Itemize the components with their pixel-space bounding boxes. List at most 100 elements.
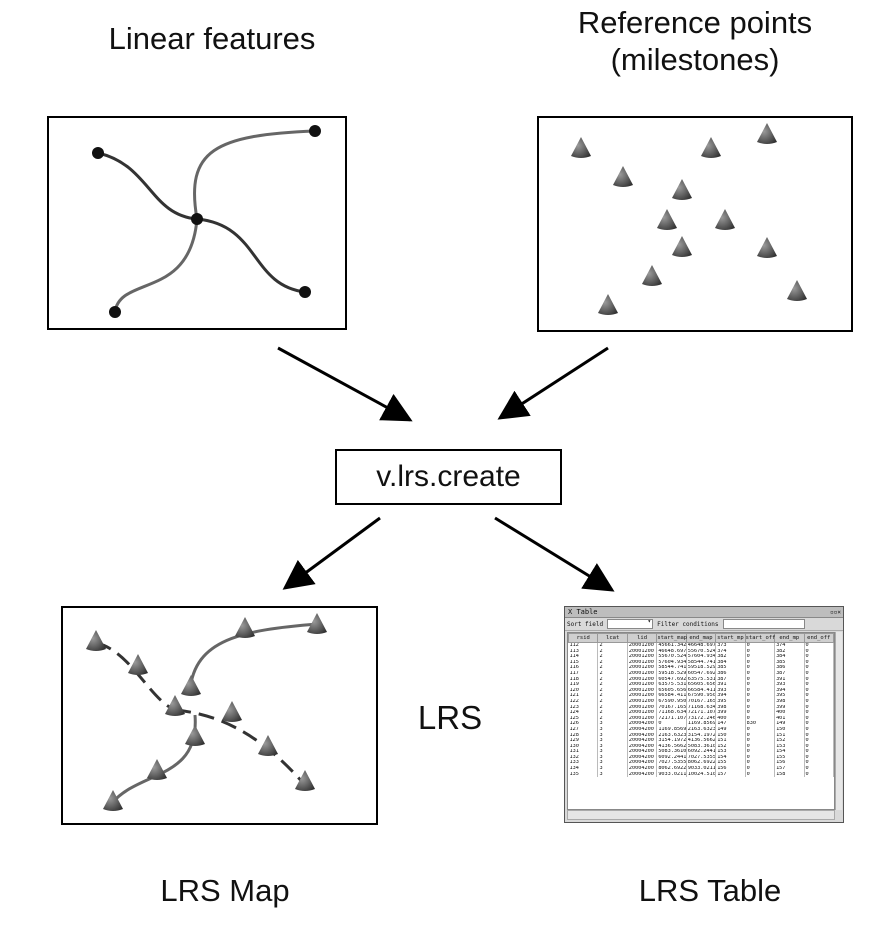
arrow-tool-to-table	[494, 516, 615, 592]
table-cell: 66584.411244	[686, 687, 717, 694]
table-row[interactable]: 1353200042009033.02116610024.51049115701…	[568, 771, 834, 778]
arrow-linear-to-tool	[277, 346, 413, 422]
lrs-curve-top-right	[188, 622, 319, 691]
table-row[interactable]: 1293200042003154.1972944136.566285151015…	[568, 738, 834, 744]
table-cell: 3	[597, 771, 628, 778]
column-header[interactable]: start_mp	[715, 633, 746, 643]
table-cell: 399	[774, 704, 805, 711]
table-cell: 2	[597, 687, 628, 694]
table-cell: 46648.697504	[656, 648, 687, 655]
table-cell: 125	[568, 715, 599, 722]
table-cell: 3	[597, 726, 628, 733]
table-row[interactable]: 12522000120072171.10705273172.2463984000…	[568, 715, 834, 722]
table-cell: 118	[568, 676, 599, 683]
table-cell: 123	[568, 704, 599, 711]
column-header[interactable]: start_map	[656, 633, 688, 643]
table-row[interactable]: 12222000120067590.95075270167.1654763950…	[568, 698, 834, 705]
table-row[interactable]: 12122000120066584.41124467590.9507523940…	[568, 693, 834, 699]
table-cell: 2	[597, 648, 628, 655]
table-cell: 0	[804, 682, 834, 688]
milestone-cone	[613, 166, 633, 187]
table-cell: 3	[597, 721, 628, 727]
table-cell: 387	[774, 670, 805, 677]
node-bottom-left	[109, 306, 121, 318]
table-cell: 20004200	[627, 738, 658, 744]
lrs-milestone-cone	[181, 675, 201, 696]
horizontal-scrollbar[interactable]	[567, 810, 835, 820]
table-cell: 67590.950752	[686, 693, 717, 699]
table-row[interactable]: 11322000120046648.69750455670.5244663740…	[568, 648, 834, 655]
column-header[interactable]: rsid	[568, 633, 599, 643]
table-row[interactable]: 11622000120058544.74126159518.5295993850…	[568, 665, 834, 671]
table-cell: 20004200	[627, 726, 658, 733]
table-cell: 0	[804, 715, 834, 722]
table-row[interactable]: 12022000120065605.6564566584.41124439303…	[568, 687, 834, 694]
table-cell: 0	[745, 749, 776, 755]
lrs-milestone-cone	[86, 630, 106, 651]
table-cell: 2	[597, 670, 628, 677]
table-row[interactable]: 1323200042006092.2441157027.535546154015…	[568, 754, 834, 761]
table-cell: 0	[745, 687, 776, 694]
table-row[interactable]: 1273200042001169.8569672163.632322149015…	[568, 726, 834, 733]
table-cell: 20004200	[627, 732, 658, 739]
table-row[interactable]: 11222000120045661.34270946648.6975043730…	[568, 642, 834, 649]
table-cell: 2	[597, 704, 628, 711]
table-cell: 127	[568, 726, 599, 733]
table-cell: 117	[568, 670, 599, 677]
table-row[interactable]: 12322000120070167.16547671168.6344398039…	[568, 704, 834, 711]
column-header[interactable]: lcat	[597, 633, 628, 643]
table-cell: 57604.934253	[686, 654, 717, 660]
column-header[interactable]: end_off	[803, 633, 834, 643]
table-cell: 20001200	[627, 676, 658, 683]
table-row[interactable]: 11722000120059518.52959960547.6927743860…	[568, 670, 834, 677]
reference-points-line2: (milestones)	[610, 42, 780, 78]
arrow-refpoints-to-tool	[497, 346, 609, 420]
lrs-curve-top-left	[95, 641, 176, 712]
table-cell: 374	[715, 648, 746, 655]
table-cell: 67590.950752	[656, 698, 687, 705]
milestone-cone	[571, 137, 591, 158]
table-row[interactable]: 12422000120071168.634472171.107052399040…	[568, 710, 834, 716]
filter-input[interactable]	[722, 619, 805, 629]
table-row[interactable]: 1343200042008062.6922839033.021166156015…	[568, 766, 834, 772]
table-cell: 57604.934253	[656, 659, 687, 666]
linear-feature-nodes	[92, 125, 321, 318]
window-controls[interactable]: ▫▫×	[830, 609, 841, 616]
table-cell: 115	[568, 659, 599, 666]
table-row[interactable]: 11922000120063575.53152965605.6564539103…	[568, 682, 834, 688]
table-row[interactable]: 11822000120060547.69277463575.5315293870…	[568, 676, 834, 683]
table-row[interactable]: 11422000120055670.52446657604.9342533820…	[568, 654, 834, 660]
v-lrs-create-label: v.lrs.create	[376, 460, 521, 493]
table-cell: 2	[597, 676, 628, 683]
table-row[interactable]: 1283200042002163.6323223154.197294150015…	[568, 732, 834, 739]
table-cell: 121	[568, 693, 599, 699]
table-cell: 70167.165476	[656, 704, 687, 711]
milestone-cone	[672, 236, 692, 257]
column-header[interactable]: end_map	[685, 633, 717, 643]
table-row[interactable]: 11522000120057604.93425358544.7412613840…	[568, 659, 834, 666]
curve-top-right	[193, 129, 316, 220]
table-cell: 0	[804, 732, 834, 739]
reference-points-title: Reference points (milestones)	[540, 4, 850, 78]
column-header[interactable]: start_off	[744, 633, 776, 643]
table-cell: 58544.741261	[686, 659, 717, 666]
table-cell: 0	[745, 738, 776, 744]
table-cell: 147	[715, 721, 746, 727]
sort-field-select[interactable]	[607, 618, 654, 629]
table-row[interactable]: 1333200042007027.5355468062.692283155015…	[568, 760, 834, 767]
vertical-scrollbar[interactable]	[835, 632, 842, 810]
table-cell: 20001200	[627, 698, 658, 705]
table-row[interactable]: 1303200042004136.5662855083.361084152015…	[568, 743, 834, 750]
table-row[interactable]: 1313200042005083.3610846092.244115153015…	[568, 749, 834, 755]
linear-features-title: Linear features	[108, 21, 316, 56]
column-header[interactable]: lid	[626, 633, 658, 643]
curve-bottom-right	[196, 217, 306, 294]
table-cell: 153	[774, 743, 805, 750]
lrs-map-cones	[86, 613, 327, 811]
table-cell: 0	[745, 743, 776, 750]
column-header[interactable]: end_mp	[774, 633, 805, 643]
table-cell: 0	[745, 710, 776, 716]
